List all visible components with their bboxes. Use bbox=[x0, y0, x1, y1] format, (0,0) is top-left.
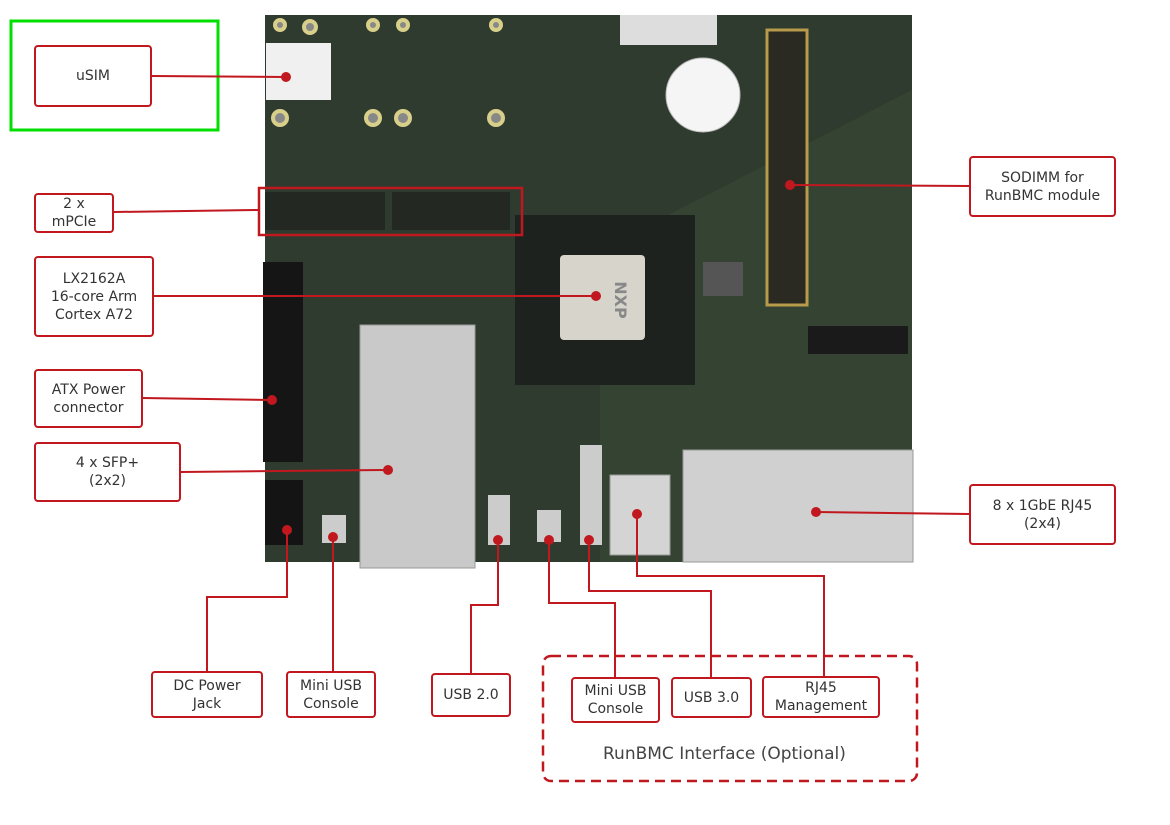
atx-connector bbox=[263, 262, 303, 462]
header-connector bbox=[620, 15, 717, 45]
label-usim: uSIM bbox=[34, 45, 152, 107]
label-rj45-mgmt: RJ45 Management bbox=[762, 676, 880, 718]
label-bmc-mini-usb: Mini USB Console bbox=[571, 677, 660, 723]
leader-dots bbox=[267, 72, 821, 545]
dc-jack bbox=[265, 480, 303, 545]
board-shading bbox=[600, 90, 912, 562]
pin-header bbox=[808, 326, 908, 354]
inductor bbox=[703, 262, 743, 296]
label-sfp: 4 x SFP+ (2x2) bbox=[34, 442, 181, 502]
mpcie-slot-1 bbox=[265, 192, 385, 230]
rj45-block bbox=[682, 449, 914, 563]
runbmc-group-title: RunBMC Interface (Optional) bbox=[603, 744, 846, 764]
sodimm-slot bbox=[765, 28, 809, 307]
leader-lines bbox=[113, 75, 970, 677]
label-rj45: 8 x 1GbE RJ45 (2x4) bbox=[969, 484, 1116, 545]
sfp-cage bbox=[359, 324, 476, 569]
runbmc-group-box bbox=[541, 654, 919, 783]
label-dc-jack: DC Power Jack bbox=[151, 671, 263, 718]
label-usb2: USB 2.0 bbox=[431, 673, 511, 717]
label-cpu: LX2162A 16-core Arm Cortex A72 bbox=[34, 256, 154, 337]
mpcie-slot-2 bbox=[392, 192, 510, 230]
chip-marking: NXP bbox=[611, 281, 630, 319]
usb3-port bbox=[580, 445, 602, 545]
cpu-chip bbox=[560, 255, 645, 340]
label-mpcie: 2 x mPCIe bbox=[34, 193, 114, 233]
label-usb3: USB 3.0 bbox=[671, 677, 752, 718]
label-mini-usb: Mini USB Console bbox=[286, 671, 376, 718]
label-atx: ATX Power connector bbox=[34, 369, 143, 428]
mpcie-highlight bbox=[257, 186, 524, 237]
usim-slot bbox=[266, 43, 331, 100]
mount-holes bbox=[271, 18, 505, 127]
coin-battery bbox=[665, 57, 741, 133]
usb2-port bbox=[488, 495, 510, 545]
label-sodimm: SODIMM for RunBMC module bbox=[969, 156, 1116, 217]
